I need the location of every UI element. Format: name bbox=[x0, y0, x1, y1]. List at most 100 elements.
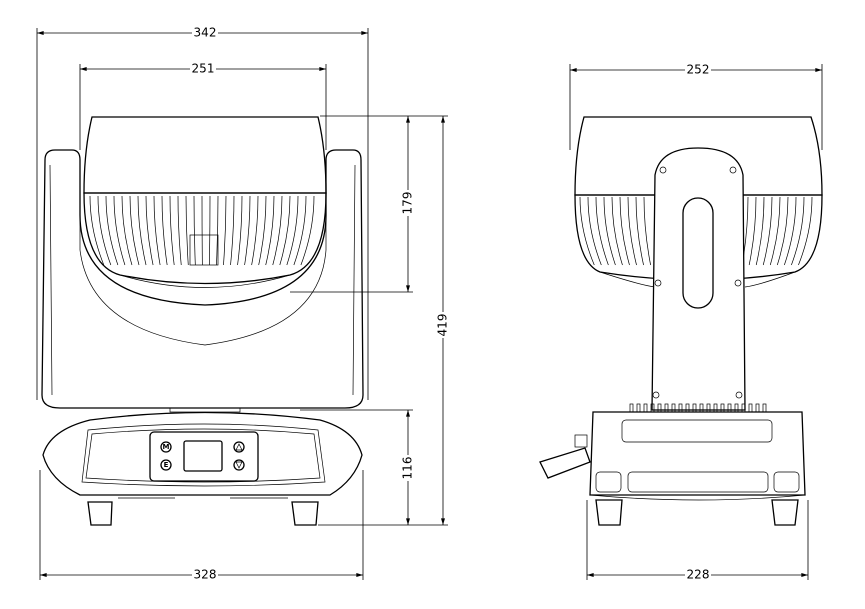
fin bbox=[230, 195, 235, 266]
fin bbox=[145, 195, 154, 266]
fin bbox=[286, 195, 299, 266]
vent bbox=[762, 403, 767, 413]
foot-right bbox=[771, 499, 799, 526]
fin bbox=[748, 196, 757, 266]
fin bbox=[579, 196, 595, 266]
vent bbox=[713, 403, 718, 413]
fin bbox=[89, 195, 105, 266]
display-screen bbox=[183, 440, 223, 472]
fin bbox=[244, 195, 251, 266]
fin bbox=[258, 195, 267, 266]
vent bbox=[706, 403, 711, 413]
fin bbox=[193, 195, 196, 266]
fin bbox=[776, 196, 789, 266]
fin bbox=[619, 196, 630, 266]
fin bbox=[129, 195, 140, 266]
fin bbox=[611, 196, 623, 266]
control-panel: M E ▲ ▼ bbox=[149, 431, 259, 482]
arm-slot bbox=[682, 197, 714, 309]
vent bbox=[664, 403, 669, 413]
fin bbox=[643, 196, 651, 266]
fin bbox=[769, 196, 781, 266]
fin bbox=[272, 195, 283, 266]
fin bbox=[137, 195, 147, 266]
heatsink-fins bbox=[89, 195, 315, 266]
foot-right bbox=[291, 501, 319, 526]
vent bbox=[755, 403, 760, 413]
fin bbox=[293, 195, 307, 266]
fin bbox=[251, 195, 259, 266]
dim-head-depth: 252 bbox=[687, 63, 710, 77]
enter-button: E bbox=[160, 459, 172, 471]
vent bbox=[678, 403, 683, 413]
fin bbox=[300, 195, 315, 266]
dim-base-height: 116 bbox=[401, 457, 415, 480]
vent bbox=[671, 403, 676, 413]
fin bbox=[791, 196, 805, 266]
fin bbox=[755, 196, 765, 266]
vent bbox=[734, 403, 739, 413]
vent bbox=[727, 403, 732, 413]
cable-connector bbox=[539, 434, 591, 479]
fin bbox=[121, 195, 133, 266]
dimension-lines-front bbox=[36, 28, 448, 580]
dimension-labels-front: 342 251 328 179 419 116 bbox=[190, 26, 450, 582]
up-button: ▲ bbox=[233, 441, 245, 453]
fin bbox=[113, 195, 126, 266]
arm-side bbox=[651, 147, 746, 411]
dim-head-width: 251 bbox=[192, 62, 215, 76]
foot-left bbox=[595, 499, 623, 526]
fin bbox=[635, 196, 644, 266]
base: M E ▲ ▼ bbox=[42, 407, 363, 526]
vent bbox=[692, 403, 697, 413]
vent-slots bbox=[629, 403, 767, 413]
fin bbox=[216, 195, 219, 266]
side-view: 252 228 bbox=[539, 63, 823, 582]
heatsink-fins bbox=[579, 196, 813, 266]
vent bbox=[650, 403, 655, 413]
vent bbox=[685, 403, 690, 413]
dimension-labels-side: 252 228 bbox=[685, 63, 711, 582]
vent bbox=[629, 403, 634, 413]
fin bbox=[209, 195, 211, 266]
vent bbox=[748, 403, 753, 413]
fin bbox=[265, 195, 275, 266]
fin bbox=[185, 195, 189, 266]
fin bbox=[595, 196, 609, 266]
fin bbox=[798, 196, 813, 266]
foot-left bbox=[87, 501, 113, 526]
up-triangle-icon bbox=[235, 443, 243, 451]
dim-overall-height: 419 bbox=[436, 314, 450, 337]
fin bbox=[153, 195, 161, 266]
front-view: M E ▲ ▼ bbox=[36, 26, 450, 582]
dim-base-depth: 228 bbox=[687, 568, 710, 582]
dim-overall-width: 342 bbox=[194, 26, 217, 40]
svg-text:M: M bbox=[163, 443, 170, 451]
fin bbox=[784, 196, 797, 266]
fin bbox=[279, 195, 291, 266]
fin bbox=[223, 195, 227, 266]
fin bbox=[169, 195, 175, 266]
vent bbox=[643, 403, 648, 413]
fin bbox=[97, 195, 112, 266]
fin bbox=[627, 196, 637, 266]
vent bbox=[657, 403, 662, 413]
fin bbox=[105, 195, 119, 266]
fin bbox=[161, 195, 168, 266]
dim-base-width: 328 bbox=[194, 568, 217, 582]
fin bbox=[237, 195, 243, 266]
vent bbox=[741, 403, 746, 413]
base-side bbox=[539, 403, 806, 526]
dim-head-height: 179 bbox=[401, 192, 415, 215]
yoke bbox=[41, 149, 364, 409]
head-side bbox=[574, 116, 823, 288]
down-triangle-icon bbox=[235, 461, 243, 469]
fin bbox=[177, 195, 182, 266]
down-button: ▼ bbox=[233, 459, 245, 471]
vent bbox=[720, 403, 725, 413]
fin bbox=[603, 196, 616, 266]
head bbox=[83, 116, 327, 288]
vent bbox=[699, 403, 704, 413]
vent bbox=[636, 403, 641, 413]
